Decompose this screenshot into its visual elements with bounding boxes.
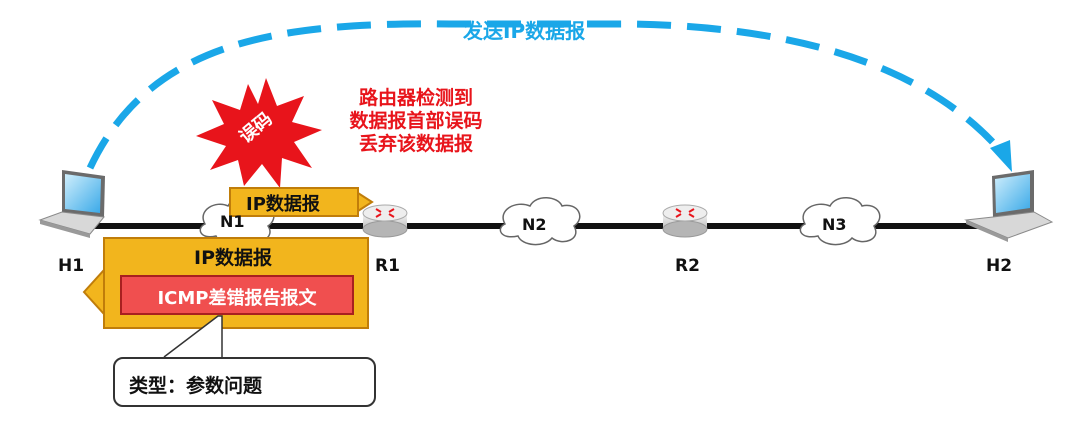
forward-packet-label: IP数据报 (246, 194, 320, 215)
router-note: 路由器检测到 数据报首部误码 丢弃该数据报 (318, 87, 514, 156)
router-note-line-3: 丢弃该数据报 (358, 133, 473, 155)
error-burst-icon (196, 78, 322, 188)
n3-cloud-icon (799, 197, 881, 246)
icmp-outer-label: IP数据报 (194, 247, 272, 269)
icmp-return-packet (82, 237, 369, 329)
r2-router-icon (662, 204, 708, 238)
type-callout: 类型：参数问题 (113, 357, 376, 407)
h1-laptop-icon (38, 170, 105, 238)
forward-packet-arrow (229, 187, 374, 217)
send-arrowhead (990, 140, 1012, 172)
r1-router-icon (362, 204, 408, 238)
r2-label: R2 (675, 256, 700, 276)
n1-label: N1 (220, 212, 245, 231)
icmp-inner-label: ICMP差错报告报文 (157, 288, 317, 309)
h2-label: H2 (986, 256, 1013, 276)
n2-label: N2 (522, 215, 547, 234)
callout-pointer (163, 315, 223, 358)
n2-cloud-icon (499, 197, 581, 246)
h1-label: H1 (58, 256, 85, 276)
send-arc-arrow (86, 20, 1003, 170)
n3-label: N3 (822, 215, 847, 234)
r1-label: R1 (375, 256, 400, 276)
h2-laptop-icon (964, 170, 1054, 242)
type-callout-text: 类型：参数问题 (129, 375, 263, 397)
router-note-line-1: 路由器检测到 (358, 87, 473, 109)
router-note-line-2: 数据报首部误码 (349, 110, 483, 132)
send-label: 发送IP数据报 (463, 19, 586, 43)
